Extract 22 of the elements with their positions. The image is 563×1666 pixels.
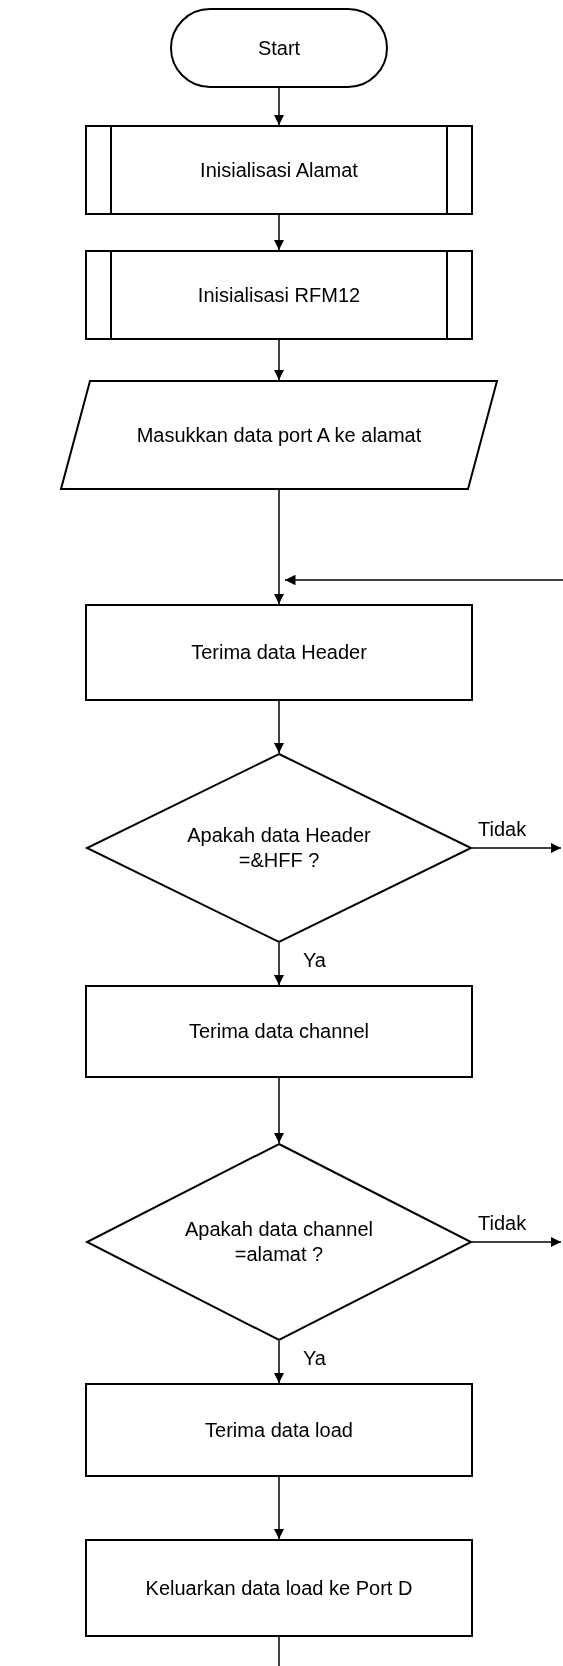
arrow (273, 339, 285, 381)
process-box: Keluarkan data load ke Port D (85, 1539, 473, 1637)
arrow (273, 1077, 285, 1144)
arrow (273, 214, 285, 251)
arrow (471, 842, 562, 854)
process-box: Terima data load (85, 1383, 473, 1477)
arrow (273, 700, 285, 754)
arrow (273, 1340, 285, 1384)
process-box: Terima data Header (85, 604, 473, 701)
process-box: Terima data channel (85, 985, 473, 1078)
node-label: Apakah data Header =&HFF ? (186, 823, 372, 873)
arrow (273, 942, 285, 986)
node-label: Apakah data channel =alamat ? (184, 1217, 374, 1267)
node-label: Inisialisasi RFM12 (197, 282, 361, 308)
arrow (273, 489, 285, 605)
arrow (273, 1476, 285, 1540)
node-label: Start (257, 35, 301, 61)
arrow (273, 87, 285, 126)
arrow (471, 1236, 562, 1248)
arrow (284, 574, 563, 586)
node-label: Inisialisasi Alamat (200, 157, 358, 183)
node-label: Masukkan data port A ke alamat (136, 422, 422, 448)
